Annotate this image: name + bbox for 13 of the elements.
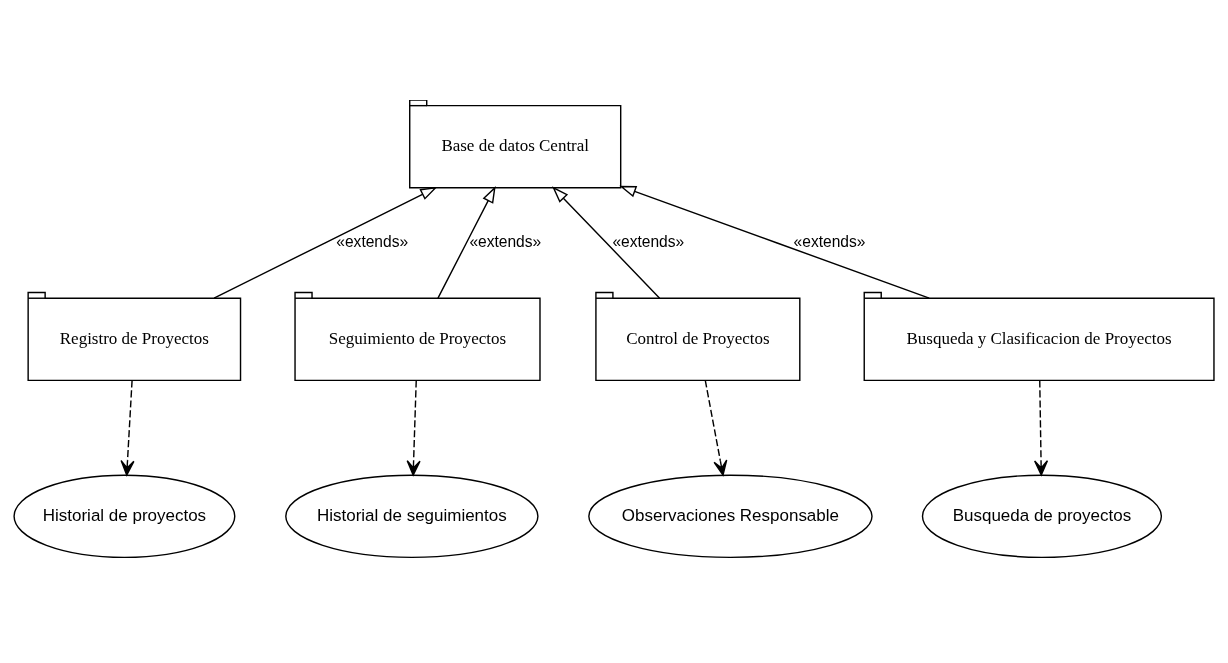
arrow bbox=[704, 379, 728, 476]
node-ellipse: Historial de proyectos bbox=[13, 474, 236, 559]
edge-label: «extends» bbox=[612, 232, 685, 250]
edge-label: «extends» bbox=[469, 232, 542, 250]
arrow bbox=[437, 186, 496, 299]
node-ellipse: Historial de seguimientos bbox=[285, 474, 539, 559]
arrow bbox=[1033, 379, 1049, 476]
node-ellipse: Busqueda de proyectos bbox=[921, 474, 1163, 559]
arrow bbox=[120, 379, 135, 476]
node-ellipse: Observaciones Responsable bbox=[588, 474, 873, 559]
edge-label: «extends» bbox=[793, 232, 866, 250]
arrow bbox=[406, 379, 421, 476]
edge-label: «extends» bbox=[336, 232, 409, 250]
